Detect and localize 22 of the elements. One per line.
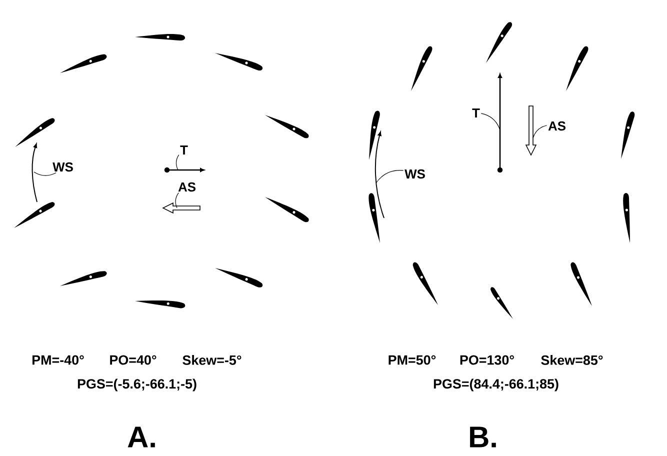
parameter-text: PO=130° (460, 355, 514, 365)
leader-line (175, 192, 179, 208)
parameter-text: Skew=85° (541, 355, 603, 365)
arrow-label: T (180, 146, 188, 154)
arrow-label: WS (404, 169, 425, 179)
leader-line (480, 113, 500, 130)
parameter-text: Skew=-5° (182, 355, 242, 365)
parameter-text: PGS=(-5.6;-66.1;-5) (78, 378, 196, 392)
panel-letter: A. (128, 426, 155, 448)
arrow-label: AS (548, 121, 566, 131)
leader-line (376, 170, 404, 184)
parameter-text: PM=-40° (32, 355, 84, 365)
leader-line (176, 154, 180, 170)
leader-line (532, 125, 548, 138)
parameter-text: PM=50° (388, 355, 436, 365)
leader-line (34, 172, 56, 176)
arrow-label: T (472, 108, 480, 118)
parameter-text: PO=40° (110, 355, 156, 365)
panel-letter: B. (470, 426, 496, 448)
arrow-label: WS (52, 162, 73, 172)
parameter-text: PGS=(84.4;-66.1;85) (434, 378, 558, 392)
arrow-label: AS (178, 182, 196, 192)
